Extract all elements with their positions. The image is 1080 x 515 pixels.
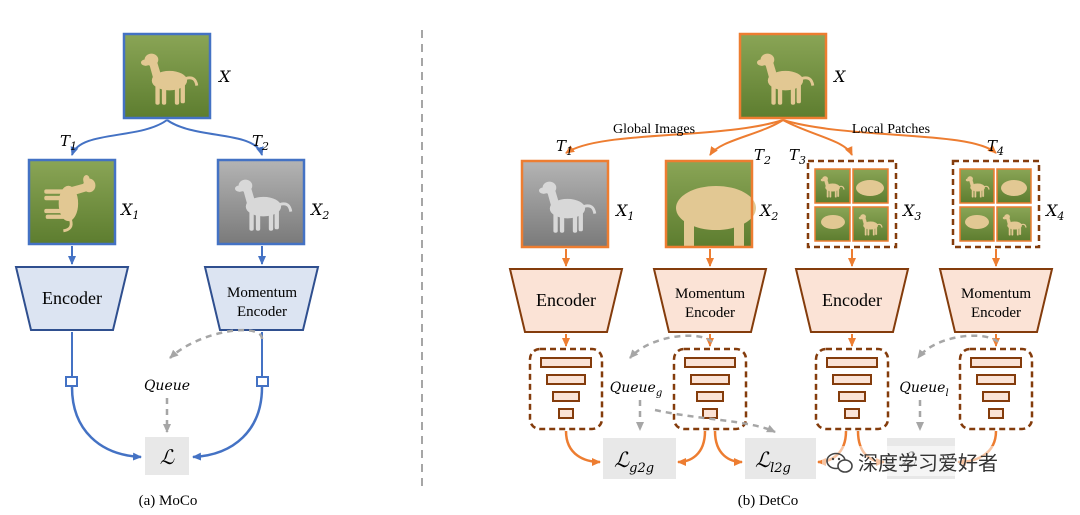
- moco-feature-node-left: [65, 376, 78, 387]
- moco-queue-label: Queue: [144, 378, 190, 394]
- moco-t2-label: T2: [252, 132, 269, 153]
- detco-input-label: X: [832, 67, 846, 86]
- detco-loss-l2g-box: [745, 438, 816, 479]
- detco-queue-g-arrow: [629, 334, 713, 359]
- detco-queue-l-arrow: [916, 334, 999, 359]
- detco-x2-label: X2: [758, 201, 778, 223]
- detco-branch-arrow-3: [782, 119, 853, 156]
- detco-encoder-b-label: Encoder: [822, 290, 882, 310]
- detco-feature-pyramid-d: [958, 347, 1034, 431]
- moco-loss-label: ℒ: [160, 445, 175, 469]
- wechat-icon: [826, 452, 853, 473]
- moco-caption: (a) MoCo: [139, 493, 198, 509]
- detco-panel: X Global Images Local Patches T1 T2 T3 T…: [508, 32, 1064, 509]
- moco-curve-to-loss-left: [70, 386, 142, 461]
- moco-view-x2: [216, 158, 306, 246]
- detco-loss-l2g-label: ℒl2g: [755, 448, 791, 476]
- moco-panel: X T1 T2 X1 X2 Encoder Momentum Encoder: [14, 32, 329, 509]
- detco-view-x4: [951, 159, 1041, 249]
- detco-x3-label: X3: [901, 201, 921, 223]
- detco-branch-arrow-2: [709, 119, 784, 156]
- detco-momentum-a-label-2: Encoder: [685, 305, 735, 321]
- detco-momentum-encoder-a: [652, 268, 768, 333]
- detco-queue-g-to-l2g: [654, 408, 776, 434]
- detco-input-image: [738, 32, 828, 120]
- detco-local-patches-label: Local Patches: [852, 122, 930, 137]
- moco-momentum-label-2: Encoder: [237, 304, 287, 320]
- detco-caption: (b) DetCo: [738, 493, 798, 509]
- detco-t1-label: T1: [556, 137, 573, 158]
- detco-encoder-a-label: Encoder: [536, 290, 596, 310]
- moco-momentum-encoder: [203, 266, 320, 331]
- detco-view-x2: [664, 159, 756, 249]
- moco-x2-label: X2: [309, 200, 329, 222]
- moco-x1-label: X1: [119, 200, 139, 222]
- detco-loss-g2g-label: ℒg2g: [614, 448, 654, 476]
- detco-feature-pyramid-c: [814, 347, 890, 431]
- moco-branch-arrow-right: [166, 119, 264, 156]
- detco-t4-label: T4: [987, 137, 1004, 158]
- detco-x1-label: X1: [614, 201, 634, 223]
- detco-curve-b-to-l2g: [713, 430, 743, 466]
- moco-momentum-label-1: Momentum: [227, 285, 297, 301]
- moco-t1-label: T1: [60, 132, 77, 153]
- moco-branch-arrow-left: [70, 119, 168, 156]
- detco-momentum-b-label-2: Encoder: [971, 305, 1021, 321]
- detco-encoder-b: [794, 268, 910, 333]
- detco-curve-a-to-g2g: [564, 430, 601, 466]
- moco-loss-box: [145, 437, 189, 475]
- detco-global-images-label: Global Images: [613, 122, 695, 137]
- detco-momentum-a-label-1: Momentum: [675, 286, 745, 302]
- moco-feature-node-right: [256, 376, 269, 387]
- detco-view-x1: [520, 159, 610, 249]
- detco-queue-g-label: Queueg: [610, 380, 663, 399]
- detco-momentum-b-label-1: Momentum: [961, 286, 1031, 302]
- detco-momentum-encoder-b: [938, 268, 1054, 333]
- detco-t3-label: T3: [789, 146, 806, 167]
- moco-encoder: [14, 266, 130, 331]
- detco-view-x3: [806, 159, 898, 249]
- detco-feature-pyramid-b: [672, 347, 748, 431]
- detco-encoder-a: [508, 268, 624, 333]
- detco-x4-label: X4: [1044, 201, 1064, 223]
- moco-input-image: [122, 32, 212, 120]
- detco-feature-pyramid-a: [528, 347, 604, 431]
- moco-encoder-label: Encoder: [42, 288, 102, 308]
- moco-view-x1: [27, 158, 117, 246]
- detco-branch-arrow-1: [565, 119, 784, 154]
- moco-curve-to-loss-right: [192, 386, 264, 461]
- watermark: 深度学习爱好者: [822, 446, 1044, 476]
- moco-queue-arrow: [169, 328, 264, 359]
- detco-curve-b-to-g2g: [677, 430, 707, 466]
- detco-t2-label: T2: [754, 146, 771, 167]
- watermark-text: 深度学习爱好者: [858, 451, 998, 475]
- detco-loss-g2g-box: [603, 438, 676, 479]
- detco-queue-l-label: Queuel: [899, 380, 948, 399]
- moco-input-label: X: [217, 67, 231, 86]
- detco-branch-arrow-4: [782, 119, 997, 154]
